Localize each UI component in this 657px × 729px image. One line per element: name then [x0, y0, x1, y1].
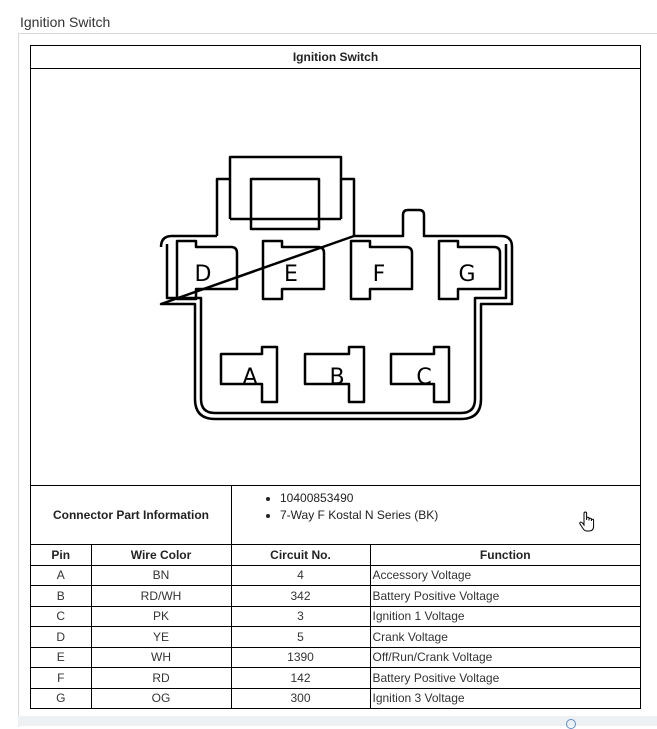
table-row: F RD 142 Battery Positive Voltage	[31, 667, 640, 689]
pin-label-d: D	[195, 262, 212, 287]
connector-info-label: Connector Part Information	[31, 486, 232, 544]
cavity-a	[219, 345, 279, 404]
connector-description: 7-Way F Kostal N Series (BK)	[280, 507, 640, 524]
circuit-cell: 342	[230, 585, 371, 607]
circuit-cell: 3	[230, 605, 371, 627]
col-header-wire-color: Wire Color	[90, 545, 232, 566]
col-header-function: Function	[369, 545, 640, 566]
pin-label-f: F	[373, 262, 386, 287]
function-cell: Off/Run/Crank Voltage	[369, 646, 640, 668]
wire-color-cell: YE	[90, 626, 232, 648]
wire-color-cell: RD	[90, 667, 232, 689]
connector-latch	[215, 155, 356, 236]
wire-color-cell: OG	[90, 687, 232, 709]
function-cell: Crank Voltage	[369, 626, 640, 648]
connector-face-drawing	[159, 155, 514, 421]
circle-icon[interactable]	[566, 719, 576, 729]
connector-diagram: D E F G A B C	[31, 69, 640, 486]
table-row: G OG 300 Ignition 3 Voltage	[31, 687, 640, 709]
circuit-cell: 1390	[230, 646, 371, 668]
col-header-circuit: Circuit No.	[230, 545, 371, 566]
page-title: Ignition Switch	[20, 14, 111, 30]
table-row: A BN 4 Accessory Voltage	[31, 564, 640, 586]
col-header-pin: Pin	[31, 545, 92, 566]
function-cell: Battery Positive Voltage	[369, 667, 640, 689]
wire-color-cell: PK	[90, 605, 232, 627]
table-row: E WH 1390 Off/Run/Crank Voltage	[31, 646, 640, 668]
function-cell: Ignition 1 Voltage	[369, 605, 640, 627]
wire-color-cell: WH	[90, 646, 232, 668]
bottom-scroll-area	[18, 716, 657, 726]
pin-cell: D	[31, 626, 92, 648]
cavity-b	[303, 345, 366, 404]
pin-cell: A	[31, 564, 92, 586]
pin-cell: G	[31, 687, 92, 709]
hand-pointer-icon	[579, 511, 595, 532]
circuit-cell: 4	[230, 564, 371, 586]
connector-housing	[159, 208, 514, 421]
connector-latch-inner	[228, 177, 343, 231]
pinout-table: Pin Wire Color Circuit No. Function A BN…	[31, 545, 640, 709]
connector-document: Ignition Switch D E F G A B C	[30, 45, 641, 709]
circuit-cell: 142	[230, 667, 371, 689]
pin-label-a: A	[242, 365, 257, 390]
table-row: B RD/WH 342 Battery Positive Voltage	[31, 585, 640, 607]
connector-housing-inner	[165, 244, 508, 415]
pin-cell: E	[31, 646, 92, 668]
pin-label-c: C	[416, 365, 431, 390]
part-number: 10400853490	[280, 490, 640, 507]
pin-cell: C	[31, 605, 92, 627]
circuit-cell: 5	[230, 626, 371, 648]
circuit-cell: 300	[230, 687, 371, 709]
wire-color-cell: BN	[90, 564, 232, 586]
table-row: C PK 3 Ignition 1 Voltage	[31, 605, 640, 627]
pin-cell: B	[31, 585, 92, 607]
function-cell: Accessory Voltage	[369, 564, 640, 586]
table-header-row: Pin Wire Color Circuit No. Function	[31, 545, 640, 566]
cavity-f	[349, 239, 414, 301]
function-cell: Battery Positive Voltage	[369, 585, 640, 607]
pin-label-g: G	[458, 262, 475, 287]
cavity-e	[261, 239, 326, 301]
pin-label-e: E	[284, 262, 298, 287]
pin-label-b: B	[329, 365, 344, 390]
document-title: Ignition Switch	[31, 46, 640, 69]
connector-part-info: Connector Part Information 10400853490 7…	[31, 486, 640, 545]
connector-info-list: 10400853490 7-Way F Kostal N Series (BK)	[232, 486, 640, 544]
cavity-g	[437, 239, 502, 301]
cavity-c	[389, 345, 451, 404]
table-row: D YE 5 Crank Voltage	[31, 626, 640, 648]
wire-color-cell: RD/WH	[90, 585, 232, 607]
function-cell: Ignition 3 Voltage	[369, 687, 640, 709]
pin-cell: F	[31, 667, 92, 689]
cavity-d	[175, 239, 239, 301]
